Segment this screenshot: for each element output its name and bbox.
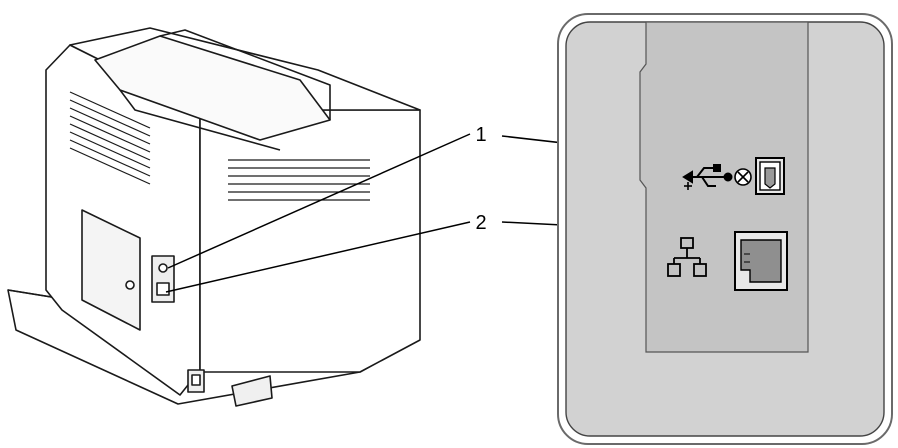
- printer-ethernet-port: [156, 282, 170, 296]
- usb-port: [755, 157, 785, 195]
- callout-1-number: 1: [475, 124, 486, 146]
- circle-x-icon: [734, 168, 752, 186]
- power-switch: [231, 375, 273, 407]
- side-vents: [69, 91, 151, 185]
- printer-illustration: [7, 27, 421, 407]
- side-access-door: [81, 209, 141, 331]
- network-icon: [667, 237, 707, 277]
- callout-2-leader-left: [165, 221, 471, 293]
- callout-2-number: 2: [475, 212, 486, 234]
- ethernet-port: [734, 231, 788, 291]
- port-detail-panel: [557, 13, 893, 445]
- back-vents: [228, 159, 370, 201]
- callout-1-leader-left: [167, 133, 471, 269]
- printer-usb-port: [158, 263, 168, 273]
- usb-icon: [682, 164, 733, 190]
